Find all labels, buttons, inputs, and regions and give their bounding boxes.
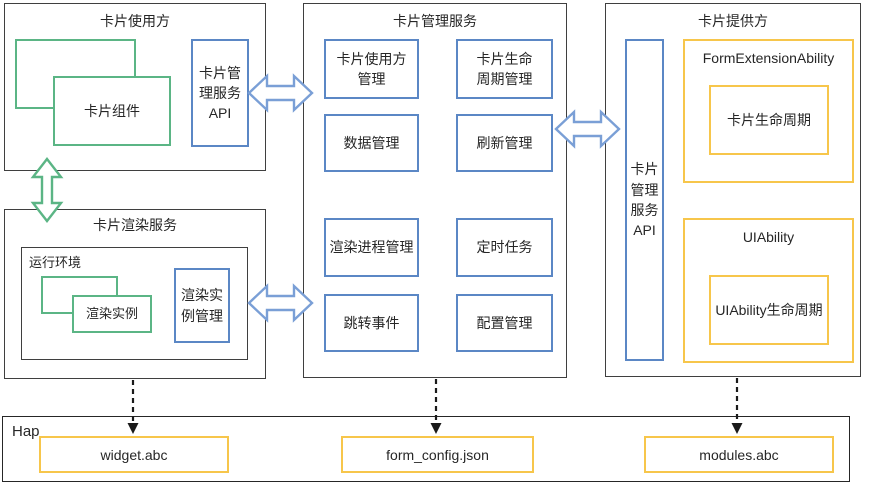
render-instance-box: 渲染实例: [72, 295, 152, 333]
manage-module-data-mgmt: 数据管理: [324, 114, 419, 172]
manage-module-label: 定时任务: [476, 239, 533, 256]
card-lifecycle-label: 卡片生命周期: [727, 112, 811, 128]
file-form-config-json: form_config.json: [341, 436, 534, 473]
file-label: widget.abc: [100, 446, 168, 463]
card-mgmt-api-label-provider: 卡片 管理 服务 API: [630, 161, 659, 239]
file-modules-abc: modules.abc: [644, 436, 834, 473]
card-component-label: 卡片组件: [84, 102, 140, 119]
card-render-service-box: 卡片渲染服务 运行环境 渲染实例 渲染实 例管理: [4, 209, 266, 379]
manage-module-config-mgmt: 配置管理: [456, 294, 553, 352]
render-instance-mgmt-label: 渲染实 例管理: [181, 287, 223, 324]
runtime-env-label: 运行环境: [29, 255, 82, 270]
manage-module-label: 刷新管理: [476, 134, 533, 151]
card-render-service-title: 卡片渲染服务: [93, 217, 177, 233]
card-manage-service-box: 卡片管理服务 卡片使用方 管理 卡片生命 周期管理 数据管理 刷新管理 渲染进程…: [303, 3, 567, 378]
card-manage-service-title: 卡片管理服务: [393, 13, 477, 29]
card-mgmt-api-box-host: 卡片管 理服务 API: [191, 39, 249, 147]
card-provider-title: 卡片提供方: [698, 13, 768, 29]
uiability-title: UIAbility: [742, 229, 795, 245]
form-extension-ability-title: FormExtensionAbility: [702, 50, 835, 66]
file-label: modules.abc: [699, 446, 779, 463]
manage-module-label: 渲染进程管理: [329, 239, 414, 256]
render-instance-label: 渲染实例: [85, 305, 138, 321]
manage-module-label: 卡片生命 周期管理: [476, 50, 533, 87]
manage-module-label: 跳转事件: [343, 314, 400, 331]
hap-title: Hap: [12, 423, 40, 440]
card-provider-box: 卡片提供方 卡片 管理 服务 API FormExtensionAbility …: [605, 3, 861, 377]
manage-module-host-mgmt: 卡片使用方 管理: [324, 39, 419, 99]
card-host-title: 卡片使用方: [100, 13, 170, 29]
uiability-lifecycle-label: UIAbility生命周期: [715, 302, 823, 318]
manage-module-label: 数据管理: [343, 134, 400, 151]
manage-module-jump-events: 跳转事件: [324, 294, 419, 352]
form-extension-ability-box: FormExtensionAbility 卡片生命周期: [683, 39, 854, 183]
card-host-box: 卡片使用方 卡片组件 卡片管 理服务 API: [4, 3, 266, 171]
manage-module-lifecycle-mgmt: 卡片生命 周期管理: [456, 39, 553, 99]
file-label: form_config.json: [386, 446, 489, 463]
render-instance-mgmt-box: 渲染实 例管理: [174, 268, 230, 343]
card-lifecycle-box: 卡片生命周期: [709, 85, 829, 155]
uiability-lifecycle-box: UIAbility生命周期: [709, 275, 829, 345]
manage-module-timed-tasks: 定时任务: [456, 218, 553, 277]
card-component-box: 卡片组件: [53, 76, 171, 146]
manage-module-refresh-mgmt: 刷新管理: [456, 114, 553, 172]
card-mgmt-api-label-host: 卡片管 理服务 API: [199, 64, 241, 122]
file-widget-abc: widget.abc: [39, 436, 229, 473]
uiability-box: UIAbility UIAbility生命周期: [683, 218, 854, 363]
manage-module-label: 卡片使用方 管理: [336, 50, 407, 87]
runtime-env-box: 运行环境 渲染实例 渲染实 例管理: [21, 247, 248, 360]
hap-box: Hap widget.abc form_config.json modules.…: [2, 416, 850, 482]
card-mgmt-api-bar-provider: 卡片 管理 服务 API: [625, 39, 664, 361]
manage-module-render-process-mgmt: 渲染进程管理: [324, 218, 419, 277]
manage-module-label: 配置管理: [476, 314, 533, 331]
